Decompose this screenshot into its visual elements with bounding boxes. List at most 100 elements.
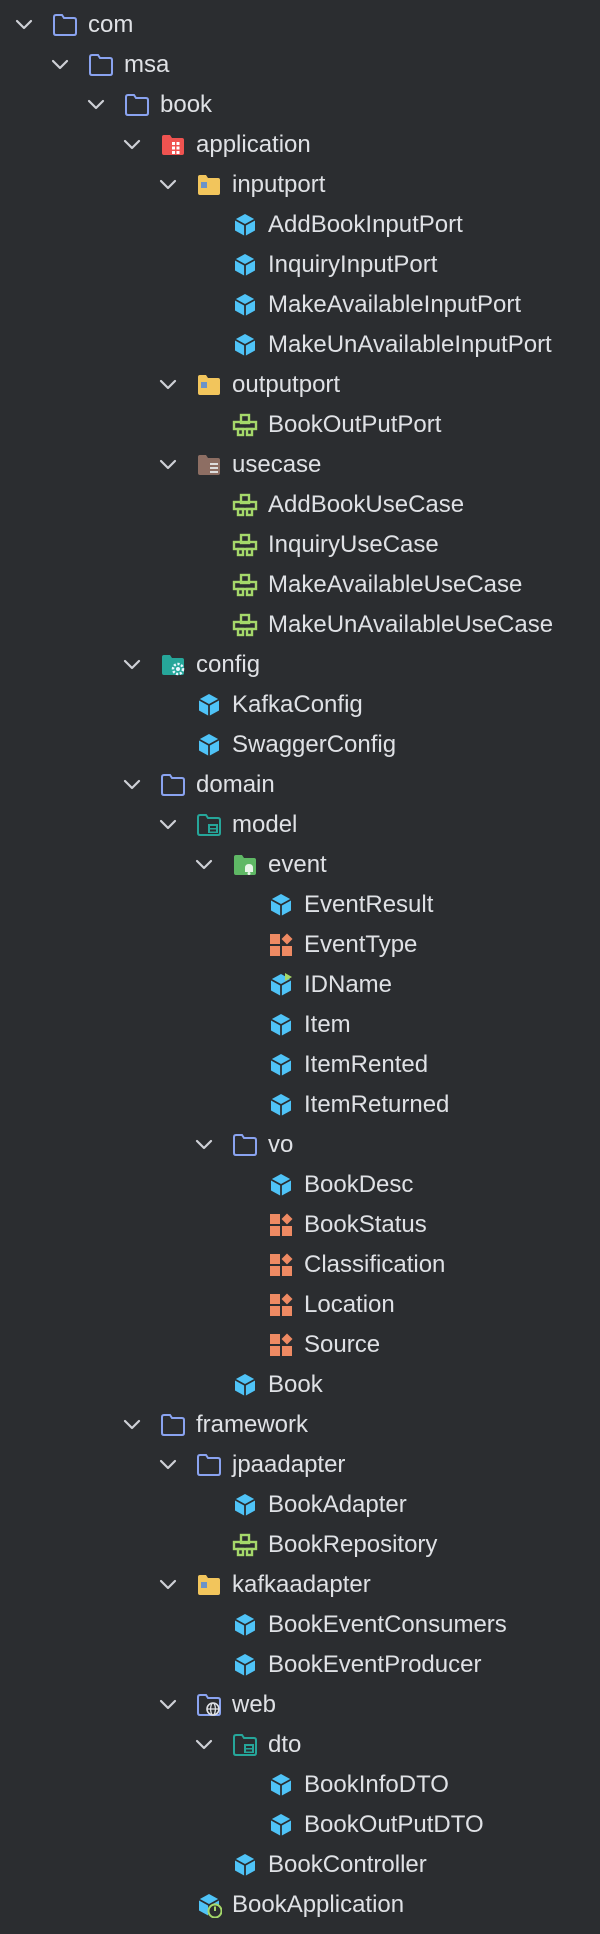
tree-item-label: BookOutPutPort <box>268 411 442 438</box>
spring-boot-app-icon <box>198 1894 222 1918</box>
tree-folder-com[interactable]: com <box>0 5 600 45</box>
class-icon <box>270 1814 292 1836</box>
tree-item-label: jpaadapter <box>232 1451 346 1478</box>
tree-folder-application[interactable]: application <box>0 125 600 165</box>
tree-file-make-available-use-case[interactable]: MakeAvailableUseCase <box>0 565 600 605</box>
class-icon <box>270 1774 292 1796</box>
enum-icon <box>270 1213 293 1236</box>
class-icon <box>234 254 256 276</box>
tree-folder-msa[interactable]: msa <box>0 45 600 85</box>
tree-file-source[interactable]: Source <box>0 1325 600 1365</box>
package-folder-icon <box>161 1414 185 1436</box>
tree-file-item[interactable]: Item <box>0 1005 600 1045</box>
tree-folder-usecase[interactable]: usecase <box>0 445 600 485</box>
tree-item-label: BookEventProducer <box>268 1651 482 1678</box>
package-folder-icon <box>89 54 113 76</box>
tree-item-label: BookRepository <box>268 1531 438 1558</box>
tree-folder-framework[interactable]: framework <box>0 1405 600 1445</box>
chevron-down-icon[interactable] <box>158 815 178 835</box>
chevron-down-icon[interactable] <box>86 95 106 115</box>
tree-file-book-out-put-dto[interactable]: BookOutPutDTO <box>0 1805 600 1845</box>
chevron-down-icon[interactable] <box>122 655 142 675</box>
tree-file-make-un-available-use-case[interactable]: MakeUnAvailableUseCase <box>0 605 600 645</box>
tree-folder-outputport[interactable]: outputport <box>0 365 600 405</box>
tree-folder-config[interactable]: config <box>0 645 600 685</box>
interface-icon <box>232 493 258 517</box>
class-icon <box>270 894 292 916</box>
tree-item-label: kafkaadapter <box>232 1571 371 1598</box>
tree-file-book-repository[interactable]: BookRepository <box>0 1525 600 1565</box>
tree-folder-model[interactable]: model <box>0 805 600 845</box>
tree-file-book-out-put-port[interactable]: BookOutPutPort <box>0 405 600 445</box>
tree-folder-kafkaadapter[interactable]: kafkaadapter <box>0 1565 600 1605</box>
event-folder-icon <box>234 855 256 875</box>
tree-file-book-event-producer[interactable]: BookEventProducer <box>0 1645 600 1685</box>
tree-file-inquiry-input-port[interactable]: InquiryInputPort <box>0 245 600 285</box>
tree-folder-event[interactable]: event <box>0 845 600 885</box>
tree-folder-jpaadapter[interactable]: jpaadapter <box>0 1445 600 1485</box>
chevron-down-icon[interactable] <box>14 15 34 35</box>
tree-file-item-returned[interactable]: ItemReturned <box>0 1085 600 1125</box>
tree-item-label: BookAdapter <box>268 1491 407 1518</box>
chevron-down-icon[interactable] <box>122 1415 142 1435</box>
chevron-down-icon[interactable] <box>158 1455 178 1475</box>
tree-item-label: application <box>196 131 311 158</box>
chevron-down-icon[interactable] <box>158 175 178 195</box>
tree-file-classification[interactable]: Classification <box>0 1245 600 1285</box>
tree-item-label: BookOutPutDTO <box>304 1811 484 1838</box>
tree-folder-domain[interactable]: domain <box>0 765 600 805</box>
tree-item-label: outputport <box>232 371 341 398</box>
tree-folder-vo[interactable]: vo <box>0 1125 600 1165</box>
chevron-down-icon[interactable] <box>194 855 214 875</box>
tree-file-add-book-input-port[interactable]: AddBookInputPort <box>0 205 600 245</box>
tree-file-idname[interactable]: IDName <box>0 965 600 1005</box>
tree-file-swagger-config[interactable]: SwaggerConfig <box>0 725 600 765</box>
chevron-down-icon[interactable] <box>194 1135 214 1155</box>
tree-item-label: BookInfoDTO <box>304 1771 449 1798</box>
tree-file-book[interactable]: Book <box>0 1365 600 1405</box>
chevron-down-icon[interactable] <box>194 1735 214 1755</box>
tree-file-book-desc[interactable]: BookDesc <box>0 1165 600 1205</box>
tree-file-make-available-input-port[interactable]: MakeAvailableInputPort <box>0 285 600 325</box>
tree-file-item-rented[interactable]: ItemRented <box>0 1045 600 1085</box>
tree-folder-inputport[interactable]: inputport <box>0 165 600 205</box>
tree-file-book-info-dto[interactable]: BookInfoDTO <box>0 1765 600 1805</box>
tree-file-event-type[interactable]: EventType <box>0 925 600 965</box>
tree-item-label: framework <box>196 1411 309 1438</box>
tree-item-label: BookApplication <box>232 1891 405 1918</box>
tree-file-book-status[interactable]: BookStatus <box>0 1205 600 1245</box>
chevron-down-icon[interactable] <box>158 1575 178 1595</box>
tree-item-label: BookEventConsumers <box>268 1611 507 1638</box>
tree-file-book-event-consumers[interactable]: BookEventConsumers <box>0 1605 600 1645</box>
chevron-down-icon[interactable] <box>122 775 142 795</box>
tree-item-label: Classification <box>304 1251 446 1278</box>
tree-file-kafka-config[interactable]: KafkaConfig <box>0 685 600 725</box>
chevron-down-icon[interactable] <box>122 135 142 155</box>
yellow-folder-icon <box>198 375 220 395</box>
tree-folder-book[interactable]: book <box>0 85 600 125</box>
class-icon <box>234 294 256 316</box>
tree-file-make-un-available-input-port[interactable]: MakeUnAvailableInputPort <box>0 325 600 365</box>
tree-file-inquiry-use-case[interactable]: InquiryUseCase <box>0 525 600 565</box>
enum-icon <box>270 1333 293 1356</box>
tree-folder-dto[interactable]: dto <box>0 1725 600 1765</box>
tree-file-add-book-use-case[interactable]: AddBookUseCase <box>0 485 600 525</box>
tree-file-event-result[interactable]: EventResult <box>0 885 600 925</box>
chevron-down-icon[interactable] <box>158 1695 178 1715</box>
tree-file-location[interactable]: Location <box>0 1285 600 1325</box>
tree-item-label: Source <box>304 1331 381 1358</box>
package-folder-icon <box>197 1454 221 1476</box>
tree-item-label: BookDesc <box>304 1171 414 1198</box>
tree-folder-web[interactable]: web <box>0 1685 600 1725</box>
chevron-down-icon[interactable] <box>50 55 70 75</box>
class-icon <box>198 734 220 756</box>
tree-item-label: InquiryInputPort <box>268 251 438 278</box>
class-icon <box>234 1374 256 1396</box>
interface-icon <box>232 573 258 597</box>
tree-file-book-adapter[interactable]: BookAdapter <box>0 1485 600 1525</box>
interface-icon <box>232 413 258 437</box>
tree-file-book-controller[interactable]: BookController <box>0 1845 600 1885</box>
chevron-down-icon[interactable] <box>158 375 178 395</box>
chevron-down-icon[interactable] <box>158 455 178 475</box>
tree-file-book-application[interactable]: BookApplication <box>0 1885 600 1925</box>
